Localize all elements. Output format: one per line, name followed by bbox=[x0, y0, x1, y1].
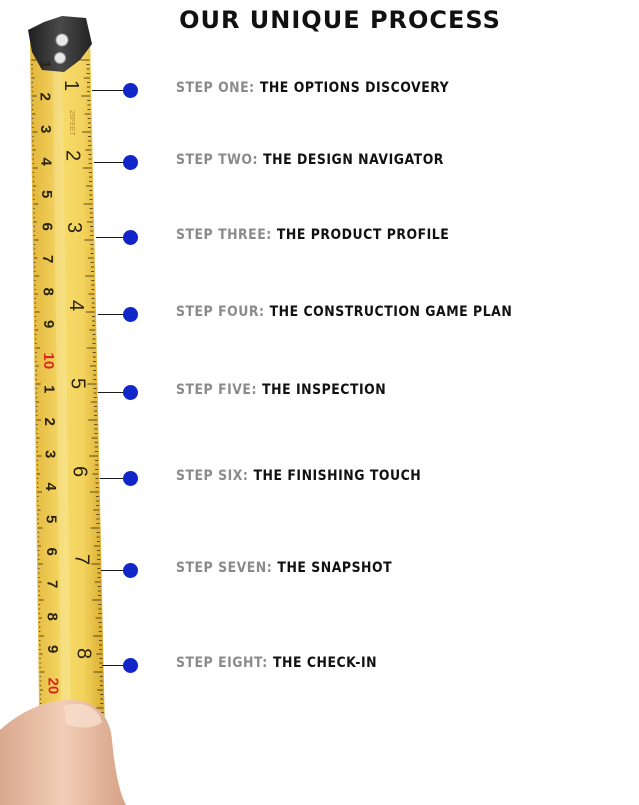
tape-inch-digit: 4 bbox=[38, 158, 55, 167]
tape-foot-digit: 5 bbox=[67, 378, 89, 389]
step-connector bbox=[102, 665, 130, 666]
step-label: STEP SIX:THE FINISHING TOUCH bbox=[176, 468, 421, 484]
tape-inch-digit: 2 bbox=[37, 93, 54, 101]
tape-inch-digit: 3 bbox=[42, 450, 59, 458]
step-name: THE DESIGN NAVIGATOR bbox=[263, 152, 444, 168]
tape-inch-digit: 2 bbox=[41, 418, 58, 426]
tape-inch-digit: 6 bbox=[38, 223, 55, 231]
step-label: STEP ONE:THE OPTIONS DISCOVERY bbox=[176, 80, 449, 96]
tape-inch-digit: 7 bbox=[39, 255, 56, 263]
tape-inch-digit: 4 bbox=[42, 483, 59, 492]
tape-inch-digit: 8 bbox=[44, 613, 61, 621]
tape-brand-label: 25FEET bbox=[68, 110, 75, 136]
step-prefix: STEP TWO: bbox=[176, 152, 258, 168]
tape-ticks bbox=[31, 59, 105, 772]
tape-inch-digit: 5 bbox=[38, 190, 55, 198]
step-connector bbox=[94, 162, 130, 163]
step-label: STEP TWO: THE DESIGN NAVIGATOR bbox=[176, 152, 444, 168]
step-name: THE SNAPSHOT bbox=[277, 560, 393, 576]
step-prefix: STEP SEVEN: bbox=[176, 560, 273, 576]
step-name: THE CHECK-IN bbox=[272, 655, 378, 671]
step-prefix: STEP ONE: bbox=[176, 80, 255, 96]
step-marker-dot bbox=[123, 471, 138, 486]
tape-inch-digit: 9 bbox=[40, 320, 57, 328]
tape-foot-digit: 2 bbox=[62, 150, 84, 161]
thumb-image bbox=[0, 700, 126, 805]
tape-foot-digit: 6 bbox=[68, 466, 90, 477]
page-title: OUR UNIQUE PROCESS bbox=[179, 6, 501, 34]
step-marker-dot bbox=[123, 385, 138, 400]
step-label: STEP FOUR:THE CONSTRUCTION GAME PLAN bbox=[176, 304, 512, 320]
step-marker-dot bbox=[123, 307, 138, 322]
step-connector bbox=[96, 237, 130, 238]
step-label: STEP THREE:THE PRODUCT PROFILE bbox=[176, 227, 449, 243]
tape-inch-digit: 20 bbox=[45, 678, 62, 695]
step-marker-dot bbox=[123, 658, 138, 673]
step-name: THE OPTIONS DISCOVERY bbox=[259, 80, 450, 96]
tape-inch-digit: 1 bbox=[36, 60, 53, 68]
tape-inch-digit: 8 bbox=[39, 288, 56, 296]
tape-foot-digit: 4 bbox=[65, 300, 87, 311]
tape-inch-digit: 9 bbox=[44, 645, 61, 653]
tape-inch-digit: 10 bbox=[40, 353, 57, 370]
step-prefix: STEP EIGHT: bbox=[176, 655, 268, 671]
step-connector bbox=[98, 392, 130, 393]
step-name: THE INSPECTION bbox=[262, 382, 387, 398]
step-marker-dot bbox=[123, 155, 138, 170]
tape-foot-digit: 1 bbox=[60, 80, 82, 91]
tape-highlight bbox=[52, 39, 72, 780]
hook-rivet-bottom bbox=[54, 52, 66, 64]
step-name: THE PRODUCT PROFILE bbox=[276, 227, 450, 243]
step-connector bbox=[101, 570, 130, 571]
tape-inch-digit: 6 bbox=[43, 548, 60, 556]
tape-inch-digit: 5 bbox=[42, 515, 59, 523]
step-label: STEP EIGHT:THE CHECK-IN bbox=[176, 655, 377, 671]
step-connector bbox=[98, 314, 130, 315]
step-name: THE CONSTRUCTION GAME PLAN bbox=[269, 304, 513, 320]
step-prefix: STEP SIX: bbox=[176, 468, 249, 484]
tape-foot-digit: 7 bbox=[70, 554, 92, 565]
step-label: STEP SEVEN:THE SNAPSHOT bbox=[176, 560, 392, 576]
tape-foot-digits: 1 2 3 4 5 6 7 8 bbox=[60, 80, 94, 659]
tape-foot-digit: 3 bbox=[63, 222, 85, 233]
tape-inch-digit: 7 bbox=[43, 580, 60, 588]
hook-rivet-top bbox=[55, 33, 69, 47]
step-label: STEP FIVE: THE INSPECTION bbox=[176, 382, 386, 398]
step-connector bbox=[92, 90, 130, 91]
step-prefix: STEP THREE: bbox=[176, 227, 272, 243]
step-prefix: STEP FIVE: bbox=[176, 382, 257, 398]
step-marker-dot bbox=[123, 83, 138, 98]
step-name: THE FINISHING TOUCH bbox=[253, 468, 422, 484]
thumb-nail bbox=[64, 703, 102, 728]
step-connector bbox=[100, 478, 130, 479]
tape-blade bbox=[30, 34, 106, 780]
tape-inch-digit: 1 bbox=[41, 385, 58, 393]
step-marker-dot bbox=[123, 230, 138, 245]
tape-inch-digit: 3 bbox=[37, 125, 54, 133]
step-prefix: STEP FOUR: bbox=[176, 304, 265, 320]
step-marker-dot bbox=[123, 563, 138, 578]
tape-foot-digit: 8 bbox=[72, 648, 94, 659]
